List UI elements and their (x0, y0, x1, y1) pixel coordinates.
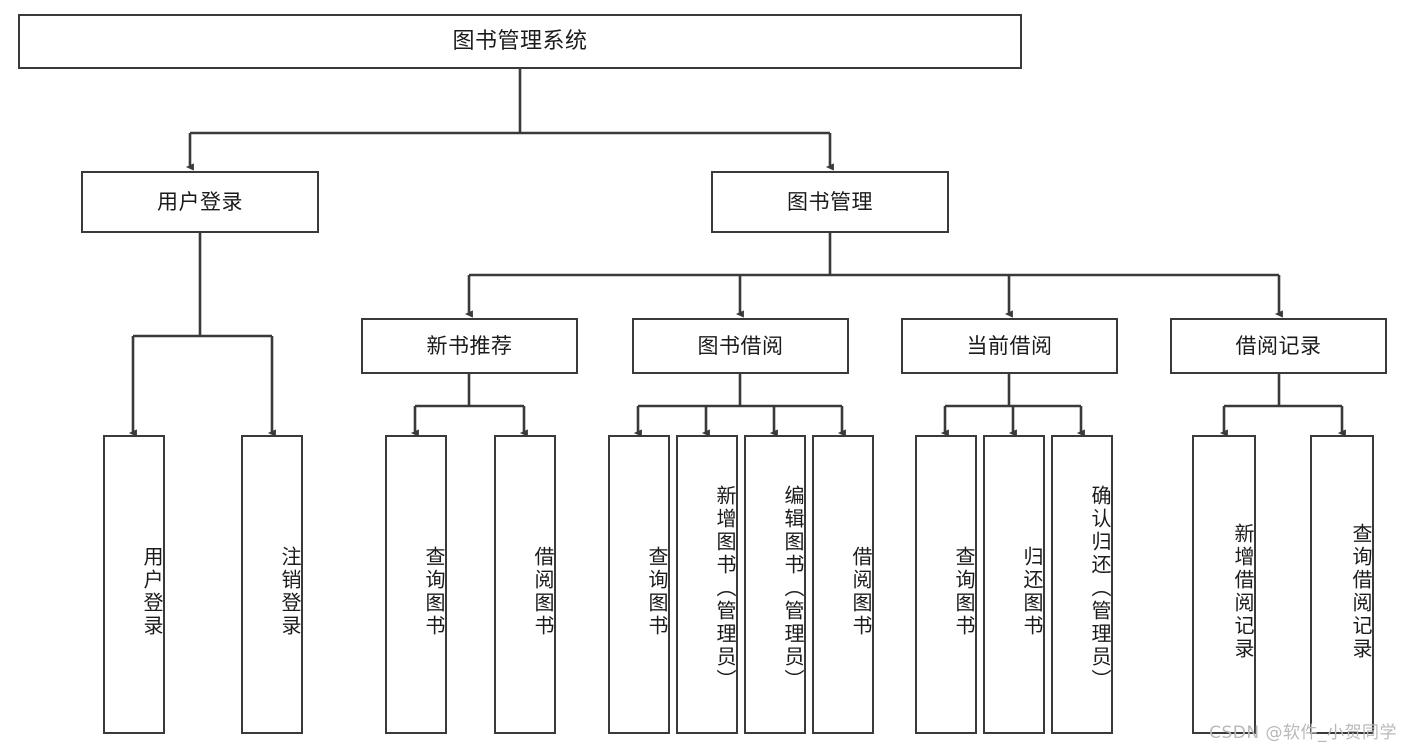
node-leaf-borrow-book-rec-label: 借阅图书 (531, 545, 555, 638)
node-leaf-return-book[interactable]: 归还图书 (983, 435, 1045, 734)
node-user-login-label: 用户登录 (157, 189, 243, 214)
node-leaf-user-login-label: 用户登录 (140, 545, 164, 638)
node-leaf-query-book-rec[interactable]: 查询图书 (385, 435, 447, 734)
node-book-manage-label: 图书管理 (787, 189, 873, 214)
node-leaf-borrow-book-rec[interactable]: 借阅图书 (494, 435, 556, 734)
node-leaf-edit-book-admin-label: 编辑图书（管理员） (781, 485, 805, 692)
node-leaf-confirm-return-admin-label: 确认归还（管理员） (1088, 485, 1112, 692)
node-borrow-record-label: 借阅记录 (1235, 333, 1322, 358)
node-borrow-record[interactable]: 借阅记录 (1170, 318, 1387, 374)
node-new-book-recommendation[interactable]: 新书推荐 (361, 318, 578, 374)
node-leaf-add-book-admin[interactable]: 新增图书（管理员） (676, 435, 738, 734)
node-current-borrow[interactable]: 当前借阅 (901, 318, 1118, 374)
node-leaf-add-book-admin-label: 新增图书（管理员） (713, 485, 737, 692)
node-leaf-query-book-current-label: 查询图书 (952, 545, 976, 638)
node-root[interactable]: 图书管理系统 (18, 14, 1022, 69)
node-book-manage[interactable]: 图书管理 (711, 171, 949, 233)
node-book-borrow[interactable]: 图书借阅 (632, 318, 849, 374)
node-leaf-query-book-borrow-label: 查询图书 (645, 545, 669, 638)
node-current-borrow-label: 当前借阅 (966, 333, 1053, 358)
node-leaf-query-book-borrow[interactable]: 查询图书 (608, 435, 670, 734)
node-leaf-logout-label: 注销登录 (278, 545, 302, 638)
node-root-label: 图书管理系统 (452, 28, 588, 54)
node-leaf-query-book-current[interactable]: 查询图书 (915, 435, 977, 734)
node-leaf-query-borrow-record-label: 查询借阅记录 (1349, 522, 1373, 661)
node-leaf-borrow-book-borrow[interactable]: 借阅图书 (812, 435, 874, 734)
node-book-borrow-label: 图书借阅 (697, 333, 784, 358)
node-leaf-edit-book-admin[interactable]: 编辑图书（管理员） (744, 435, 806, 734)
node-leaf-user-login[interactable]: 用户登录 (103, 435, 165, 734)
node-leaf-logout[interactable]: 注销登录 (241, 435, 303, 734)
csdn-watermark: CSDN @软件_小贺同学 (1209, 723, 1397, 743)
node-leaf-add-borrow-record-label: 新增借阅记录 (1231, 522, 1255, 661)
node-leaf-query-borrow-record[interactable]: 查询借阅记录 (1310, 435, 1374, 734)
node-leaf-return-book-label: 归还图书 (1020, 545, 1044, 638)
node-user-login[interactable]: 用户登录 (81, 171, 319, 233)
node-leaf-borrow-book-borrow-label: 借阅图书 (849, 545, 873, 638)
node-new-book-recommendation-label: 新书推荐 (426, 333, 513, 358)
node-leaf-add-borrow-record[interactable]: 新增借阅记录 (1192, 435, 1256, 734)
node-leaf-confirm-return-admin[interactable]: 确认归还（管理员） (1051, 435, 1113, 734)
node-leaf-query-book-rec-label: 查询图书 (422, 545, 446, 638)
